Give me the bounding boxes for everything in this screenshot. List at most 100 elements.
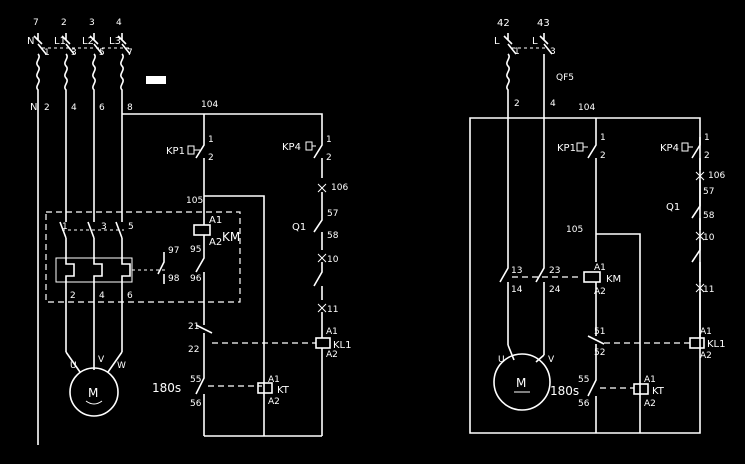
right-n14: 14 <box>511 285 523 295</box>
right-kp1-label: KP1 <box>557 143 576 154</box>
left-kt-a1: A1 <box>268 375 280 385</box>
right-kt-label: KT <box>652 386 665 397</box>
left-n57: 57 <box>327 209 338 219</box>
right-top-number: 43 <box>537 18 550 29</box>
right-phase: L <box>532 36 538 47</box>
left-diagram: 7 2 3 4 N L1 L2 L3 1 3 5 7 N 2 4 6 8 104 <box>27 18 352 445</box>
left-kp4-label: KP4 <box>282 142 301 153</box>
left-km-a2: A2 <box>209 237 222 248</box>
left-kt-a2: A2 <box>268 397 280 407</box>
left-top-number: 3 <box>89 18 95 28</box>
left-term-upper: 1 <box>44 48 50 58</box>
left-term-lower: 8 <box>127 103 133 113</box>
left-n21: 21 <box>188 322 199 332</box>
right-time: 180s <box>550 384 579 398</box>
left-km-main-bottom: 4 <box>99 291 105 301</box>
right-kp4-1: 1 <box>704 133 710 143</box>
right-diagram: 42 43 L L 1 3 QF5 2 4 104 13 14 23 24 U … <box>469 18 726 434</box>
left-phase: L2 <box>82 36 94 47</box>
left-breaker-icon <box>33 33 132 445</box>
right-kt-coil-icon <box>633 383 649 395</box>
right-q1-label: Q1 <box>666 202 680 213</box>
left-n55: 55 <box>190 375 201 385</box>
left-n56: 56 <box>190 399 202 409</box>
left-q1-label: Q1 <box>292 222 306 233</box>
left-kt-label: KT <box>277 385 290 396</box>
right-node-105: 105 <box>566 225 583 235</box>
right-node-104: 104 <box>578 103 595 113</box>
right-km-a2: A2 <box>594 287 606 297</box>
right-km-a1: A1 <box>594 263 606 273</box>
right-n10: 10 <box>703 233 715 243</box>
left-km-a1: A1 <box>209 215 222 226</box>
left-time: 180s <box>152 381 181 395</box>
left-km-main-top: 1 <box>62 222 68 232</box>
right-kl1-a1: A1 <box>700 327 712 337</box>
left-km-main-bottom: 6 <box>127 291 133 301</box>
left-kp1-2: 2 <box>208 153 214 163</box>
left-garbled-label <box>146 76 166 84</box>
left-kp1-1: 1 <box>208 135 214 145</box>
right-n58: 58 <box>703 211 715 221</box>
left-term-lower: 4 <box>71 103 77 113</box>
right-kt-a1: A1 <box>644 375 656 385</box>
left-motor-label: M <box>88 386 98 400</box>
right-kp1-1: 1 <box>600 133 606 143</box>
left-phase: L1 <box>54 36 66 47</box>
right-term: 3 <box>550 47 556 57</box>
left-phase: N <box>27 36 34 47</box>
right-kp4-label: KP4 <box>660 143 679 154</box>
left-motor-u: U <box>70 361 77 371</box>
right-n55: 55 <box>578 375 589 385</box>
right-motor-v: V <box>548 355 555 365</box>
right-phase: L <box>494 36 500 47</box>
left-n10: 10 <box>327 255 339 265</box>
left-kl1-a2: A2 <box>326 350 338 360</box>
left-n98: 98 <box>168 274 180 284</box>
right-term: 4 <box>550 99 556 109</box>
right-motor-label: M <box>516 376 526 390</box>
right-top-number: 42 <box>497 18 510 29</box>
right-n23: 23 <box>549 266 560 276</box>
left-km-block <box>45 211 241 303</box>
left-kt-coil-icon <box>257 382 273 394</box>
right-kl1-a2: A2 <box>700 351 712 361</box>
left-motor-w: W <box>117 361 126 371</box>
right-km-label: KM <box>606 274 621 285</box>
left-kl1-coil-icon <box>315 337 331 349</box>
right-breaker-icon <box>503 33 553 262</box>
left-phase: L3 <box>109 36 121 47</box>
right-n52: 52 <box>594 348 605 358</box>
right-kt-a2: A2 <box>644 399 656 409</box>
right-n57: 57 <box>703 187 714 197</box>
left-top-number: 7 <box>33 18 39 28</box>
right-qf5: QF5 <box>556 73 574 83</box>
left-kp4-2: 2 <box>326 153 332 163</box>
left-term-lower: 2 <box>44 103 50 113</box>
left-motor-icon <box>69 367 119 417</box>
right-km-coil-icon <box>583 271 601 283</box>
left-motor-v: V <box>98 355 105 365</box>
left-n-label: N <box>30 102 37 113</box>
left-n58: 58 <box>327 231 339 241</box>
left-n22: 22 <box>188 345 199 355</box>
left-n95: 95 <box>190 245 201 255</box>
left-km-main-top: 3 <box>101 222 107 232</box>
left-km-main-bottom: 2 <box>70 291 76 301</box>
right-n56: 56 <box>578 399 590 409</box>
right-node-106: 106 <box>708 171 725 181</box>
left-n96: 96 <box>190 274 202 284</box>
right-kl1-label: KL1 <box>707 339 726 350</box>
right-motor-u: U <box>498 355 505 365</box>
left-n11: 11 <box>327 305 338 315</box>
left-node-105: 105 <box>186 196 203 206</box>
left-term-lower: 6 <box>99 103 105 113</box>
right-term: 2 <box>514 99 520 109</box>
left-km-label: KM <box>222 230 240 244</box>
left-top-number: 2 <box>61 18 67 28</box>
left-top-number: 4 <box>116 18 122 28</box>
right-n13: 13 <box>511 266 522 276</box>
right-motor-icon <box>493 353 551 411</box>
